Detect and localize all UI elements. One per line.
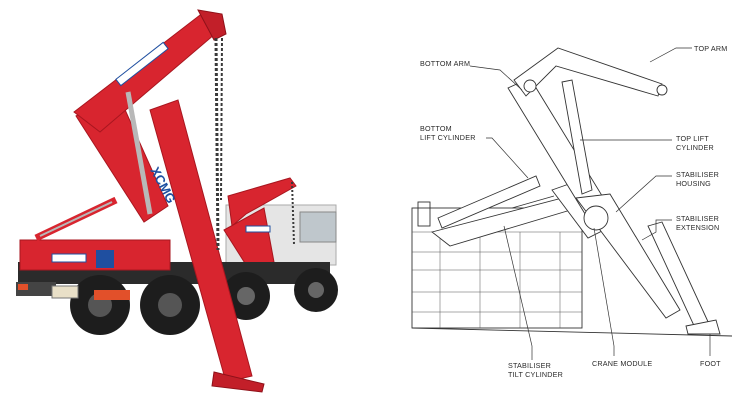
label-stabiliser-housing-line1: STABILISER <box>676 170 719 179</box>
leader-crane-module <box>593 227 615 356</box>
hub-front-2 <box>308 282 324 298</box>
tail-light-right <box>94 290 130 300</box>
stabiliser-tilt-cylinder-drawing <box>511 195 555 209</box>
bottom-lift-cylinder-drawing <box>437 175 541 229</box>
ground-line <box>411 327 733 337</box>
label-top-lift-cylinder-line2: CYLINDER <box>676 143 714 152</box>
bottom-cylinder-rod <box>39 201 113 237</box>
hanging-chain <box>214 37 220 251</box>
tail-light-left <box>18 284 28 290</box>
labelled-diagram: BOTTOM ARM TOP ARM BOTTOM LIFT CYLINDER … <box>380 0 750 409</box>
leader-top-arm <box>649 47 692 63</box>
stabiliser-foot <box>211 371 265 393</box>
leader-stabiliser-housing <box>615 175 672 213</box>
label-crane-module: CRANE MODULE <box>592 359 652 368</box>
label-bottom-lift-cylinder-line1: BOTTOM <box>420 124 452 133</box>
label-stabiliser-housing-line2: HOUSING <box>676 179 711 188</box>
truck-illustration: XCMG <box>16 9 338 393</box>
rear-post <box>417 201 431 227</box>
license-plate <box>51 285 79 299</box>
base-stripe <box>51 253 87 263</box>
label-stabiliser-extension-line2: EXTENSION <box>676 223 719 232</box>
label-stabiliser-extension-line1: STABILISER <box>676 214 719 223</box>
arm-stripe <box>115 41 169 87</box>
label-top-lift-cylinder-line1: TOP LIFT <box>676 134 709 143</box>
hanging-chain-2 <box>220 37 223 201</box>
base-panel <box>96 250 114 268</box>
top-arm-hook <box>656 84 668 96</box>
crane-base <box>19 239 171 271</box>
label-top-arm: TOP ARM <box>694 44 728 53</box>
label-bottom-arm: BOTTOM ARM <box>420 59 470 68</box>
label-foot: FOOT <box>700 359 721 368</box>
label-stabiliser-tilt-cylinder-line1: STABILISER <box>508 361 551 370</box>
foot-drawing <box>685 319 721 335</box>
line-drawing: BOTTOM ARM TOP ARM BOTTOM LIFT CYLINDER … <box>411 44 733 379</box>
cab-window <box>299 211 337 243</box>
far-crane-module <box>223 177 337 269</box>
hub-rear-2 <box>158 293 182 317</box>
top-lift-cylinder <box>125 91 153 215</box>
arm-joint <box>523 79 537 93</box>
top-arm-drawing <box>513 47 663 97</box>
far-arm <box>227 177 297 227</box>
leader-stabiliser-tilt-cylinder <box>503 225 533 360</box>
leader-bottom-lift-cylinder <box>486 137 529 179</box>
label-stabiliser-tilt-cylinder-line2: TILT CYLINDER <box>508 370 563 379</box>
top-lift-cylinder-drawing <box>561 79 593 195</box>
top-arm <box>73 11 223 133</box>
truck-photo: XCMG <box>16 9 338 393</box>
stabiliser-leg <box>149 99 253 383</box>
stabiliser-pivot <box>583 205 609 231</box>
label-bottom-lift-cylinder-line2: LIFT CYLINDER <box>420 133 476 142</box>
far-stripe <box>245 225 271 233</box>
leader-bottom-arm <box>469 65 523 91</box>
top-arm-tip <box>197 9 227 41</box>
hub-front-1 <box>237 287 255 305</box>
leader-stabiliser-extension <box>641 219 672 241</box>
